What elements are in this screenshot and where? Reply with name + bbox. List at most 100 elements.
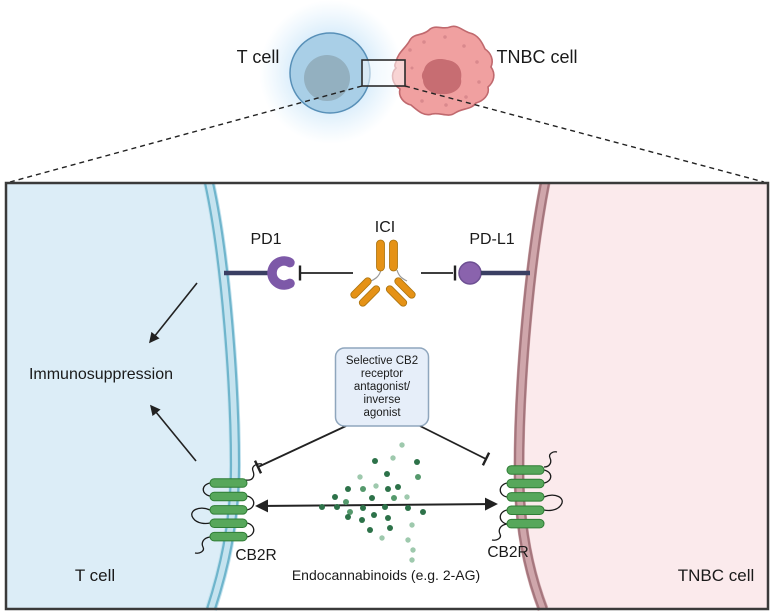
antibody-arm [385,285,408,307]
t-cell-membrane-inner-line [203,182,233,610]
receptor-loop [543,494,563,512]
cb2-box-line-5: agonist [363,407,401,419]
endocannabinoid-molecule [385,515,391,521]
endocannabinoid-molecule [414,459,420,465]
endocannabinoid-molecule [371,512,377,518]
antibody-heavy-chain [376,239,385,272]
zoom-dash-left [9,85,363,183]
pd1-label: PD1 [250,231,281,248]
endocannabinoid-molecule [332,494,338,500]
receptor-loop [499,482,508,498]
cb2r-right-label: CB2R [487,544,528,561]
endocannabinoid-dots [319,442,426,563]
cb2r-left-receptor-icon [191,463,263,554]
endocannabinoid-molecule [360,505,366,511]
pdl1-receptor-icon [458,261,482,285]
receptor-tail [543,451,558,468]
cb2-inhibit-line-right [419,425,487,460]
receptor-loop [543,469,552,484]
immunosuppression-arrow-upper [149,282,198,344]
endocannabinoid-molecule [409,557,415,563]
endocannabinoid-molecule [343,499,349,505]
receptor-helix [209,531,248,542]
cb2-tbar-right [481,452,491,466]
receptor-helix [209,478,248,488]
immunosuppression-arrow-lower [150,404,197,462]
tnbc-membrane-band [513,181,551,611]
receptor-helix [506,478,545,489]
endocannabinoids-label: Endocannabinoids (e.g. 2-AG) [292,567,480,583]
tnbc-cell-region [519,183,768,609]
cb2-box-line-4: inverse [363,394,400,406]
endocannabinoid-molecule [385,486,391,492]
t-cell-nucleus [304,55,350,101]
endocannabinoid-molecule [345,514,351,520]
endocannabinoid-molecule [359,517,365,523]
endocannabinoid-molecule [420,509,426,515]
immunosuppression-label: Immunosuppression [29,366,173,383]
receptor-loop [202,482,211,497]
cb2-box-line-1: Selective CB2 [346,355,418,367]
receptor-tail [491,523,508,541]
endocannabinoid-molecule [410,547,416,553]
cb2r-left-label: CB2R [235,547,276,564]
endocannabinoid-molecule [405,537,411,543]
endocannabinoid-molecule [390,455,396,461]
zoom-panel: PD1 ICI PD-L1 Immunosuppression Selectiv… [4,181,770,611]
tnbc-cell-label: TNBC cell [496,47,577,67]
antibody-arm [394,277,416,299]
endocannabinoid-molecule [347,509,353,515]
ici-label: ICI [375,219,395,236]
tnbc-cell-nucleus [421,59,462,95]
endocannabinoid-molecule [405,505,411,511]
ici-antibody-icon [350,239,416,307]
receptor-loop [246,522,255,538]
receptor-helix [209,518,248,528]
endocannabinoid-molecule [360,486,366,492]
receptor-loop [499,509,508,525]
receptor-tail [194,536,211,554]
endocannabinoid-molecule [384,471,390,477]
cb2-inhibit-line-left [257,425,347,468]
cb2-box-line-3: antagonist/ [354,381,411,393]
receptor-helix [506,505,545,515]
zoom-rectangle [361,59,406,87]
tnbc-membrane-inner-line [521,182,551,610]
endocannabinoid-molecule [373,483,379,489]
endocannabinoid-molecule [369,495,375,501]
endocannabinoid-molecule [395,484,401,490]
endocannabinoid-molecule [367,527,373,533]
antibody-hinge-left [370,269,382,282]
endocannabinoid-molecule [334,504,340,510]
t-cell-membrane-band [203,181,242,611]
endocannabinoid-molecule [372,458,378,464]
receptor-helix [506,465,545,475]
endocannabinoid-double-arrow [255,497,498,513]
receptor-loop [246,495,255,511]
top-scene: T cell TNBC cell [9,0,765,183]
antibody-arm [350,277,372,299]
cb2-antagonist-box [334,347,430,427]
zoom-dash-right [404,85,765,183]
pdl1-label: PD-L1 [469,231,514,248]
zoom-panel-border [4,181,770,611]
endocannabinoid-molecule [319,504,325,510]
receptor-helix [506,492,545,502]
cb2r-right-receptor-icon [491,451,563,541]
receptor-tail [245,463,263,481]
endocannabinoid-molecule [379,535,385,541]
endocannabinoid-molecule [382,504,388,510]
endocannabinoid-molecule [415,474,421,480]
pd1-receptor-icon [267,256,295,290]
endocannabinoid-molecule [409,522,415,528]
endocannabinoid-molecule [391,495,397,501]
endocannabinoid-molecule [387,525,393,531]
endocannabinoid-molecule [357,474,363,480]
receptor-helix [209,491,248,502]
t-cell-membrane-outer-line [211,182,241,610]
t-cell-region [6,183,235,609]
antibody-hinge-right [396,269,408,282]
tnbc-cell-region-label: TNBC cell [678,566,755,585]
